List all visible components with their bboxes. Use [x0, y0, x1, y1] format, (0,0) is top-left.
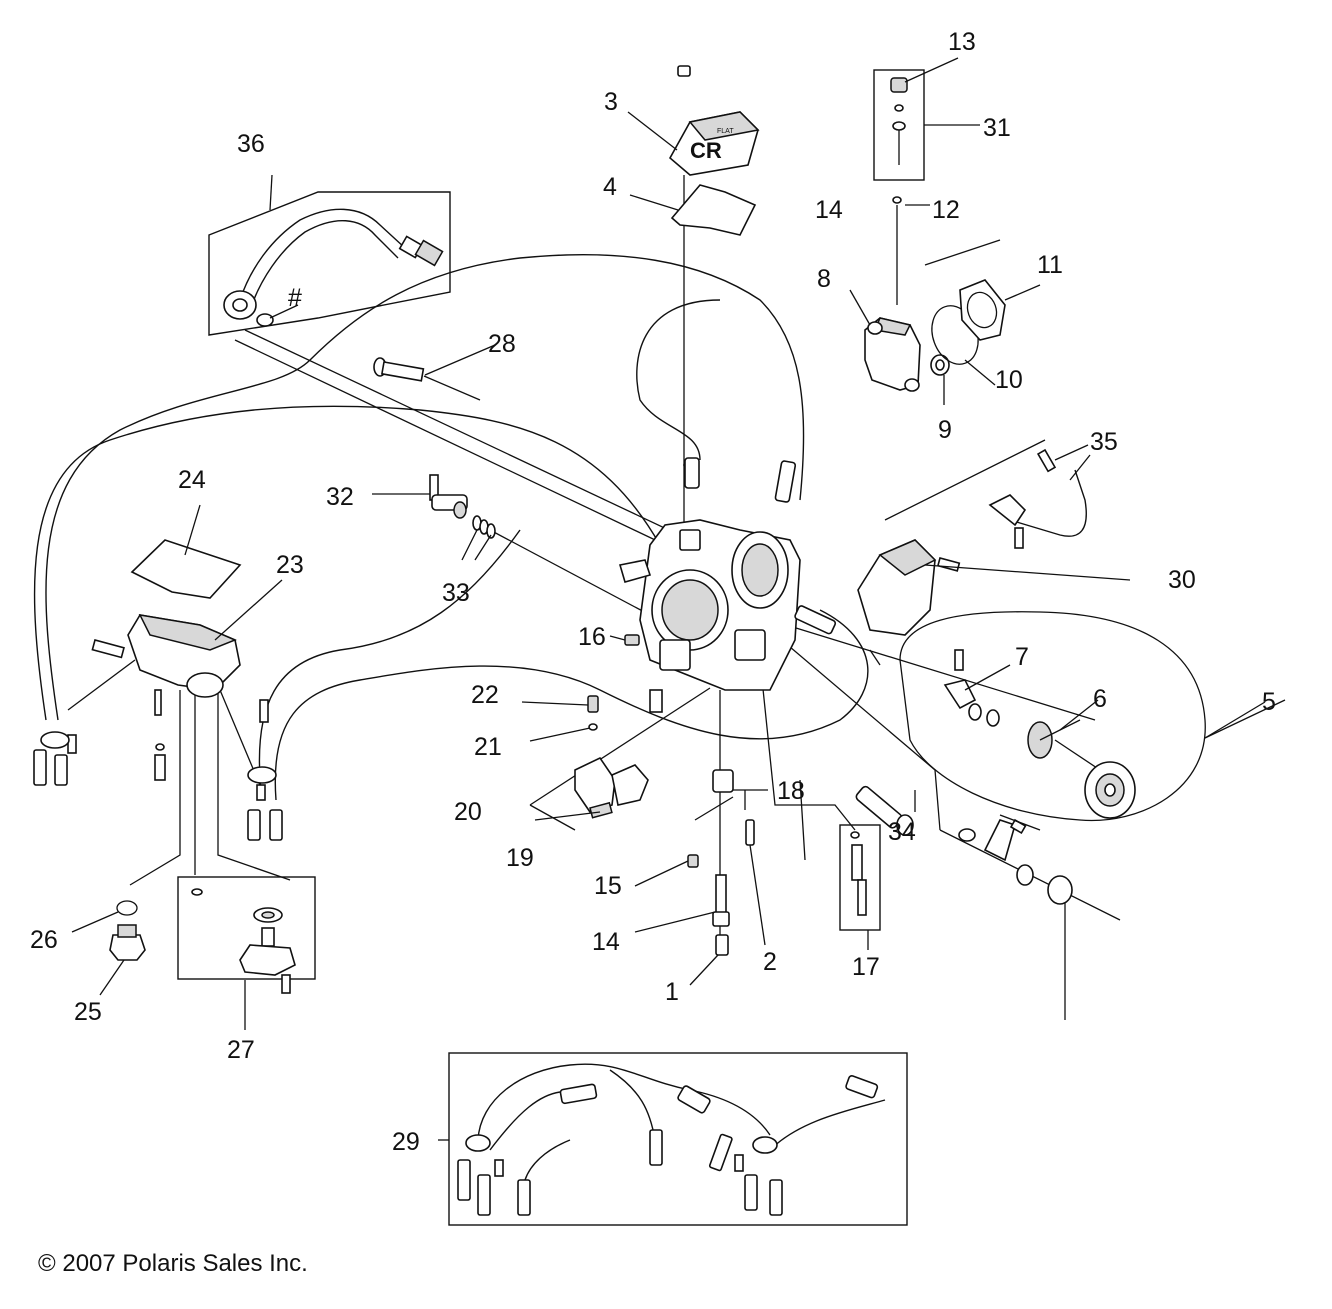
- label-5: 5: [1262, 688, 1276, 716]
- part-34-fitting: [618, 460, 916, 836]
- label-16: 16: [578, 623, 606, 651]
- part-9-washer: [930, 354, 950, 405]
- part-29-hose-kit-box: [438, 1052, 908, 1226]
- label-7: 7: [1015, 643, 1029, 671]
- part-18-jet-holder: [694, 769, 768, 821]
- callout-labels: 1 2 3 4 5 6 7 8 9 10 11 12 13 14 15 16 1…: [30, 28, 1276, 1156]
- part-36-sensor-harness: [208, 191, 451, 336]
- label-12: 12: [932, 196, 960, 224]
- label-14-upper: 14: [815, 196, 843, 224]
- part-11-cover-plate: [959, 279, 1006, 341]
- label-23: 23: [276, 551, 304, 579]
- label-34: 34: [888, 818, 916, 846]
- label-31: 31: [983, 114, 1011, 142]
- part-25-26-plug: [71, 900, 146, 996]
- label-6: 6: [1093, 685, 1107, 713]
- hash-mark-label: #: [288, 284, 302, 312]
- throttle-linkage-parts: [958, 814, 1073, 905]
- label-10: 10: [995, 366, 1023, 394]
- label-30: 30: [1168, 566, 1196, 594]
- label-21: 21: [474, 733, 502, 761]
- part-4-gasket: [670, 184, 757, 236]
- label-4: 4: [603, 173, 617, 201]
- label-2: 2: [763, 948, 777, 976]
- part-24-gasket: [130, 539, 242, 599]
- part-22-21-jets: [521, 695, 599, 742]
- part-19-sensor: [534, 756, 649, 821]
- part-31-jet-box: [873, 69, 980, 181]
- label-15: 15: [594, 872, 622, 900]
- label-22: 22: [471, 681, 499, 709]
- part-30-throttle-cover: [857, 539, 1131, 636]
- label-26: 26: [30, 926, 58, 954]
- label-1: 1: [665, 978, 679, 1006]
- label-9: 9: [938, 416, 952, 444]
- part-8-diaphragm-housing: [864, 196, 921, 392]
- label-18: 18: [777, 777, 805, 805]
- part-32-fitting: [372, 474, 468, 519]
- label-17: 17: [852, 953, 880, 981]
- part-23-float-bowl: [91, 614, 269, 781]
- label-3: 3: [604, 88, 618, 116]
- hose-fittings-left: [33, 731, 283, 841]
- part-7-bracket: [943, 649, 1011, 727]
- part-33-o-rings: [461, 515, 496, 561]
- label-11: 11: [1037, 251, 1063, 279]
- label-leaders: [184, 57, 1286, 861]
- cover-small-text: FLAT: [717, 128, 734, 135]
- label-14-lower: 14: [592, 928, 620, 956]
- part-5-pulley: [1084, 761, 1136, 819]
- part-3-top-cover: CR FLAT: [668, 65, 760, 176]
- label-35: 35: [1090, 428, 1118, 456]
- label-8: 8: [817, 265, 831, 293]
- label-19: 19: [506, 844, 534, 872]
- label-25: 25: [74, 998, 102, 1026]
- part-16-screw: [624, 634, 663, 713]
- label-24: 24: [178, 466, 206, 494]
- label-28: 28: [488, 330, 516, 358]
- parts-15-14-2-1-jets: [634, 819, 766, 986]
- label-36: 36: [237, 130, 265, 158]
- label-13: 13: [948, 28, 976, 56]
- label-32: 32: [326, 483, 354, 511]
- part-35-cable-end: [988, 444, 1091, 549]
- cover-text: CR: [690, 138, 722, 163]
- part-27-diaphragm-box: [177, 876, 316, 1030]
- label-20: 20: [454, 798, 482, 826]
- label-29: 29: [392, 1128, 420, 1156]
- label-27: 27: [227, 1036, 255, 1064]
- label-33: 33: [442, 579, 470, 607]
- part-17-needle-box: [839, 824, 881, 950]
- carburetor-body: [639, 457, 801, 691]
- copyright-notice: © 2007 Polaris Sales Inc.: [38, 1250, 308, 1277]
- part-28-screw: [373, 344, 496, 401]
